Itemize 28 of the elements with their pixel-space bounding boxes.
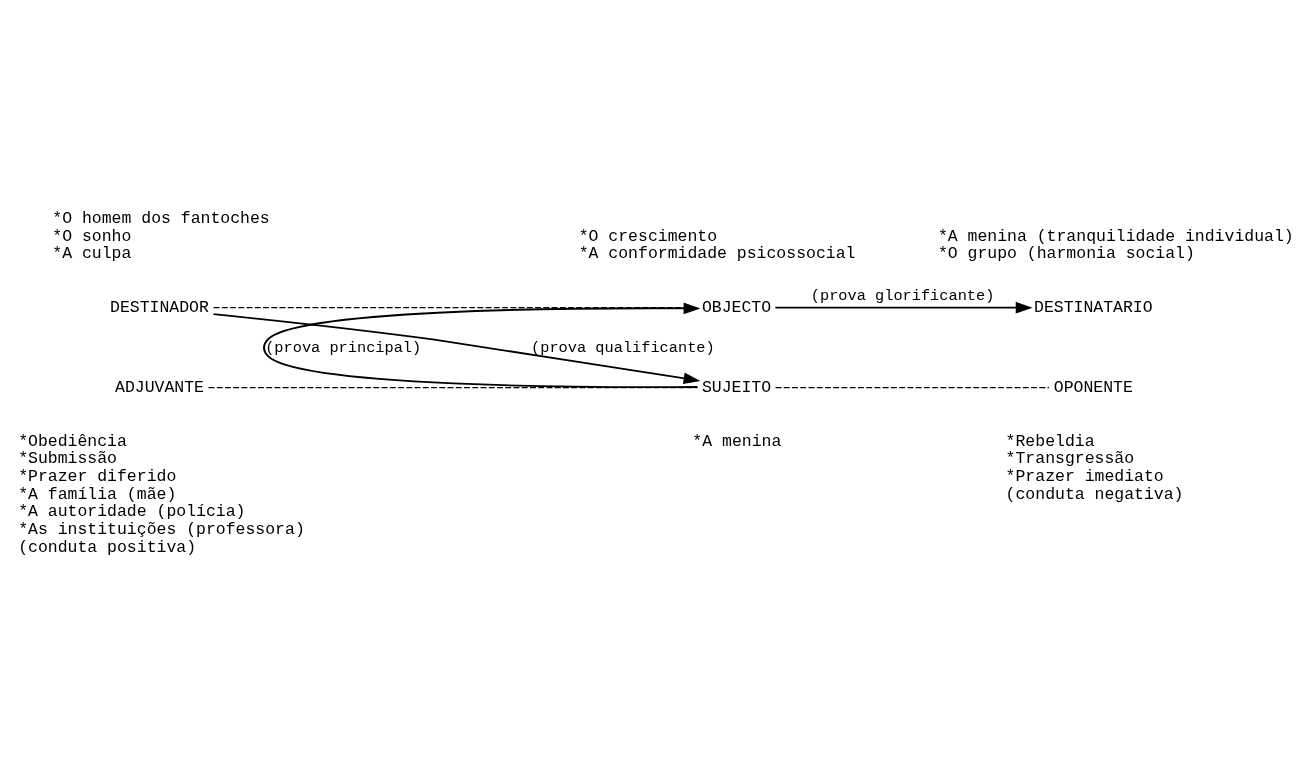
node-label: *A menina (tranquilidade individual): [937, 226, 1294, 246]
node-label: *Rebeldia: [1005, 431, 1095, 451]
node-text: DESTINADOR: [110, 297, 209, 317]
node-label: *A conformidade psicossocial: [578, 243, 856, 263]
node-label: *A menina: [692, 431, 782, 451]
node-label: *O sonho: [52, 226, 132, 246]
node-text: ADJUVANTE: [115, 377, 204, 397]
node-label: *O homem dos fantoches: [52, 208, 270, 228]
node-text: OPONENTE: [1053, 377, 1133, 397]
edge-label: (prova qualificante): [531, 338, 715, 357]
node-label: *Submissão: [18, 448, 118, 468]
node-label: *Obediência: [18, 431, 127, 451]
node-label: *A família (mãe): [18, 484, 177, 504]
node-text: DESTINATARIO: [1034, 297, 1153, 317]
node-text: OBJECTO: [701, 297, 772, 317]
node-label: *Prazer imediato: [1005, 466, 1164, 486]
node-label: *As instituições (professora): [18, 519, 305, 539]
node-text: SUJEITO: [701, 377, 772, 397]
edge-label: (prova principal): [265, 338, 422, 357]
node-label: (conduta negativa): [1005, 484, 1184, 504]
node-label: (conduta positiva): [18, 537, 197, 557]
node-label: *Prazer diferido: [18, 466, 177, 486]
node-label: *O crescimento: [578, 226, 718, 246]
edge-label: (prova glorificante): [810, 286, 995, 305]
node-label: *Transgressão: [1005, 448, 1135, 468]
node-label: *A autoridade (polícia): [18, 501, 246, 521]
node-label: *O grupo (harmonia social): [937, 243, 1195, 263]
node-label: *A culpa: [52, 243, 132, 263]
